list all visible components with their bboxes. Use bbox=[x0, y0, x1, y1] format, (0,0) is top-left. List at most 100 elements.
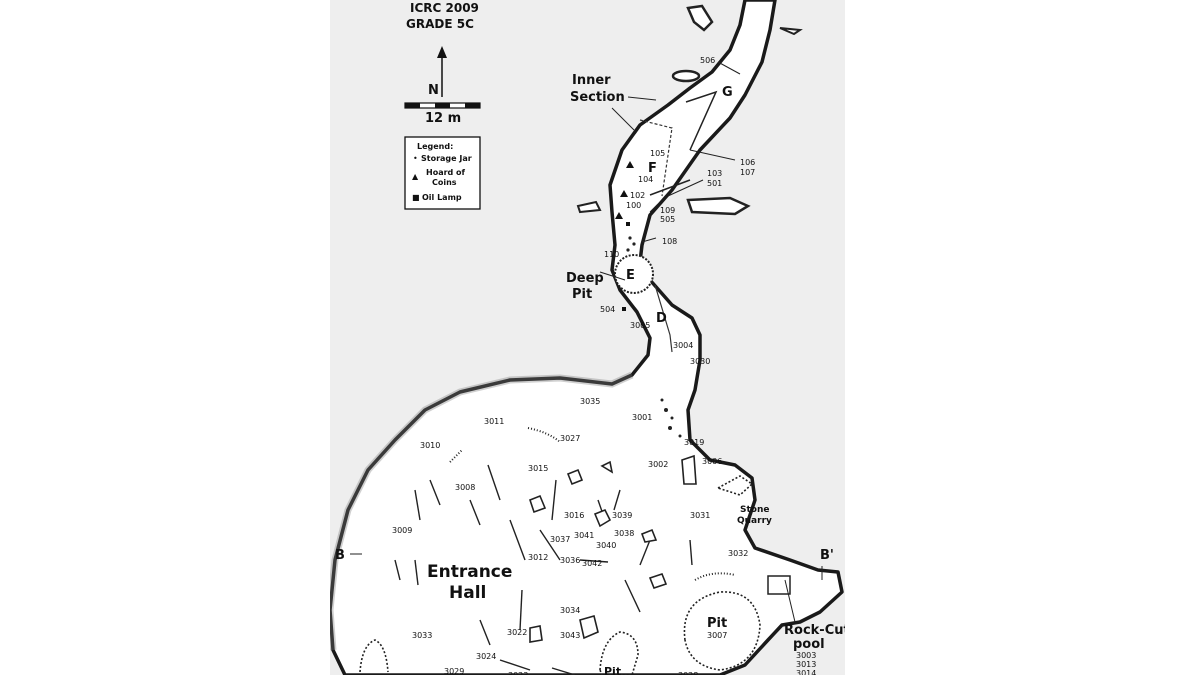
context-3014: 3014 bbox=[796, 669, 816, 675]
letter-g: G bbox=[722, 85, 733, 100]
context-505: 505 bbox=[660, 215, 675, 224]
label-entrance-hall-1: Entrance bbox=[427, 562, 512, 582]
context-3040: 3040 bbox=[596, 541, 616, 550]
context-506: 506 bbox=[700, 56, 715, 65]
letter-d: D bbox=[656, 311, 667, 326]
legend-label-jar: Storage Jar bbox=[421, 154, 472, 163]
context-3034: 3034 bbox=[560, 606, 580, 615]
context-3010: 3010 bbox=[420, 441, 440, 450]
map-title-line1: ICRC 2009 bbox=[410, 1, 479, 15]
letter-e: E bbox=[626, 268, 635, 283]
context-3028: 3028 bbox=[678, 671, 698, 675]
leader-lines bbox=[599, 61, 796, 623]
stone-quarry-outline bbox=[715, 475, 754, 496]
context-3001: 3001 bbox=[632, 413, 652, 422]
context-3007: 3007 bbox=[707, 631, 727, 640]
chamber-divider-passage bbox=[649, 179, 691, 196]
context-104: 104 bbox=[638, 175, 653, 184]
context-3030: 3030 bbox=[690, 357, 710, 366]
chamber-divider-g bbox=[685, 90, 718, 151]
context-501: 501 bbox=[707, 179, 722, 188]
context-109: 109 bbox=[660, 206, 675, 215]
rock-outcrop-west bbox=[576, 200, 602, 214]
context-3027: 3027 bbox=[560, 434, 580, 443]
context-3037: 3037 bbox=[550, 535, 570, 544]
context-3016: 3016 bbox=[564, 511, 584, 520]
context-3036: 3036 bbox=[560, 556, 580, 565]
label-inner-section-2: Section bbox=[570, 90, 625, 105]
context-3008: 3008 bbox=[455, 483, 475, 492]
context-110: 110 bbox=[604, 250, 619, 259]
context-3019: 3019 bbox=[684, 438, 704, 447]
right-margin bbox=[845, 0, 1200, 675]
legend-symbol-lamp: ■ bbox=[412, 193, 420, 202]
hatch-arc-3032 bbox=[694, 572, 736, 581]
map-title-line2: GRADE 5C bbox=[406, 17, 474, 31]
context-3041: 3041 bbox=[574, 531, 594, 540]
context-107: 107 bbox=[740, 168, 755, 177]
legend-label-coins-1: Hoard of bbox=[426, 168, 466, 177]
boulders bbox=[529, 454, 697, 643]
legend-symbol-jar: • bbox=[413, 154, 418, 163]
legend-title: Legend: bbox=[417, 142, 453, 151]
pit-outline bbox=[683, 591, 761, 671]
context-105: 105 bbox=[650, 149, 665, 158]
cave-map: ICRC 2009 GRADE 5C N 12 m Legend: • Stor… bbox=[330, 0, 845, 675]
legend-box bbox=[404, 136, 481, 210]
rock-outcrop-top bbox=[686, 4, 714, 32]
context-3031: 3031 bbox=[690, 511, 710, 520]
context-3024: 3024 bbox=[476, 652, 496, 661]
context-3039: 3039 bbox=[612, 511, 632, 520]
north-label: N bbox=[428, 83, 439, 98]
label-rock-cut-pool-1: Rock-Cut bbox=[784, 623, 845, 638]
context-3013: 3013 bbox=[796, 660, 816, 669]
context-3003: 3003 bbox=[796, 651, 816, 660]
label-entrance-hall-2: Hall bbox=[449, 583, 486, 603]
context-3033: 3033 bbox=[412, 631, 432, 640]
rock-strokes bbox=[394, 464, 693, 675]
context-100: 100 bbox=[626, 201, 641, 210]
context-3005: 3005 bbox=[630, 321, 650, 330]
context-108: 108 bbox=[662, 237, 677, 246]
context-106: 106 bbox=[740, 158, 755, 167]
context-3029: 3029 bbox=[444, 667, 464, 675]
map-symbols bbox=[615, 161, 634, 311]
context-3032: 3032 bbox=[728, 549, 748, 558]
context-3011: 3011 bbox=[484, 417, 504, 426]
label-inner-section-1: Inner bbox=[572, 73, 611, 88]
label-deep-pit-2: Pit bbox=[572, 287, 592, 302]
north-arrow bbox=[437, 46, 447, 97]
small-pit-outline bbox=[599, 631, 639, 675]
context-3023: 3023 bbox=[508, 671, 528, 675]
left-margin bbox=[0, 0, 330, 675]
context-3004: 3004 bbox=[673, 341, 693, 350]
context-3035: 3035 bbox=[580, 397, 600, 406]
rock-outcrop-left bbox=[671, 69, 701, 83]
context-3015: 3015 bbox=[528, 464, 548, 473]
passage-line bbox=[654, 284, 673, 353]
label-deep-pit-1: Deep bbox=[566, 271, 604, 286]
pit-outline-lower-left bbox=[359, 639, 389, 673]
label-section-b-prime: B' bbox=[820, 548, 834, 563]
context-3006: 3006 bbox=[702, 457, 722, 466]
label-stone-quarry-1: Stone bbox=[740, 505, 769, 515]
scale-label: 12 m bbox=[425, 111, 461, 126]
passage-markers bbox=[626, 236, 682, 438]
context-504: 504 bbox=[600, 305, 615, 314]
cave-map-svg: ICRC 2009 GRADE 5C N 12 m Legend: • Stor… bbox=[330, 0, 845, 675]
label-stone-quarry-2: Quarry bbox=[737, 516, 772, 526]
label-pit: Pit bbox=[707, 616, 727, 631]
deep-pit-outline bbox=[614, 254, 654, 294]
legend-symbol-coins: ▲ bbox=[412, 172, 419, 181]
cave-outline-shadow bbox=[330, 371, 634, 651]
legend-label-lamp: Oil Lamp bbox=[422, 193, 462, 202]
chamber-divider-f bbox=[639, 119, 673, 197]
context-3038: 3038 bbox=[614, 529, 634, 538]
context-103: 103 bbox=[707, 169, 722, 178]
rock-cut-pool-outline bbox=[767, 575, 791, 595]
context-3002: 3002 bbox=[648, 460, 668, 469]
legend-label-coins-2: Coins bbox=[432, 178, 457, 187]
rock-outcrop-mid bbox=[686, 196, 751, 216]
context-3012: 3012 bbox=[528, 553, 548, 562]
context-102: 102 bbox=[630, 191, 645, 200]
